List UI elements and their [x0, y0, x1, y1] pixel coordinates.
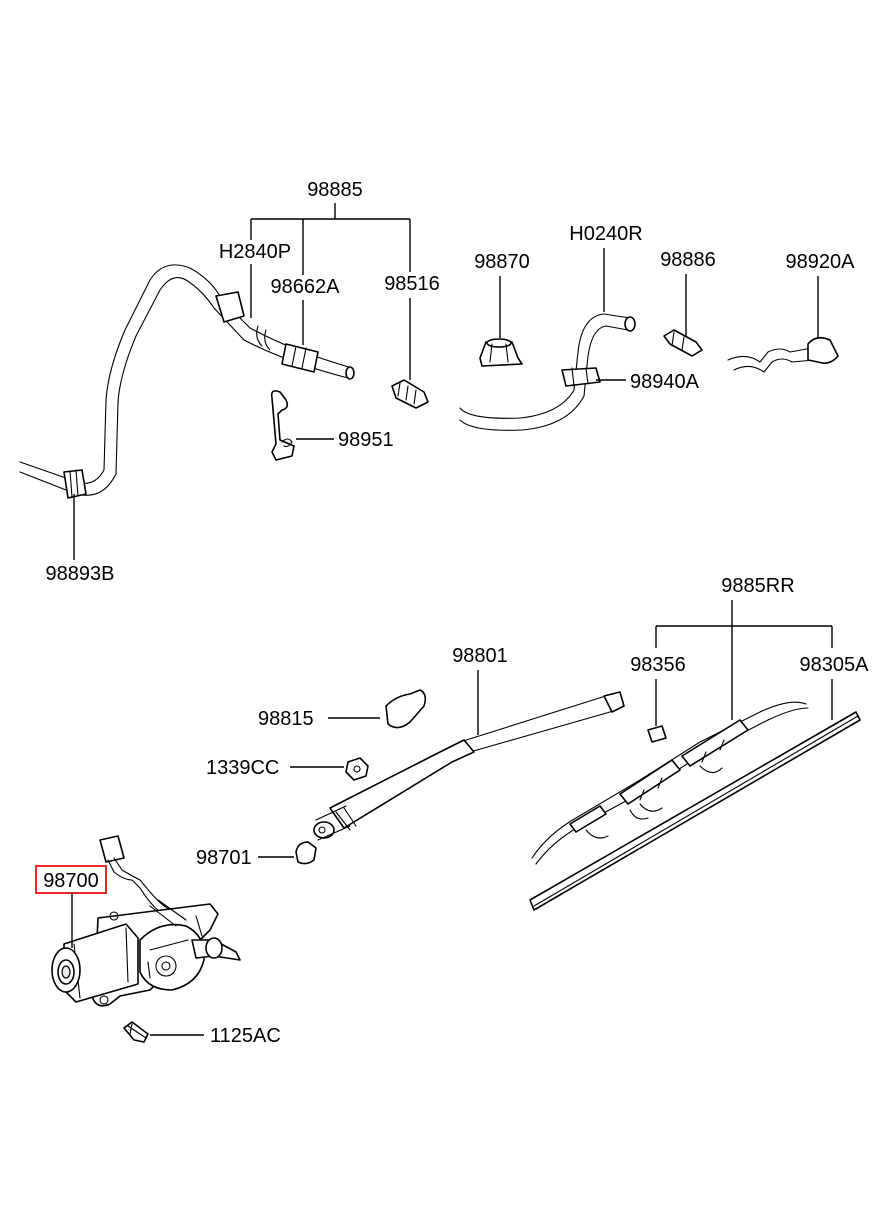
- label-98940A: 98940A: [630, 371, 700, 393]
- leader-98885: [250, 203, 411, 275]
- leader-9885RR: [655, 600, 833, 720]
- label-H0240R: H0240R: [569, 223, 642, 245]
- label-98305A: 98305A: [800, 654, 870, 676]
- label-98815: 98815: [258, 708, 314, 730]
- label-1339CC: 1339CC: [206, 757, 279, 779]
- part-98815-cap: [385, 689, 427, 729]
- label-98356: 98356: [630, 654, 686, 676]
- part-98305A-refill: [529, 711, 861, 911]
- label-98885: 98885: [307, 179, 363, 201]
- part-98801-wiper-arm: [313, 691, 625, 841]
- part-98951-clip: [270, 390, 295, 461]
- part-98886-connector: [663, 329, 703, 357]
- label-98700-highlight-box: [35, 865, 107, 894]
- part-wiper-blade-frame: [531, 701, 809, 865]
- label-H2840P: H2840P: [219, 241, 291, 263]
- label-98662A: 98662A: [271, 276, 341, 298]
- label-98700: 98700: [43, 870, 99, 892]
- label-98801: 98801: [452, 645, 508, 667]
- part-1339CC-nut: [345, 757, 369, 781]
- part-1125AC-bolt: [123, 1021, 149, 1043]
- label-98893B: 98893B: [46, 563, 115, 585]
- part-98920A-nozzle: [727, 336, 839, 373]
- part-98870-grommet: [479, 338, 523, 367]
- part-98516-connector: [391, 379, 429, 409]
- label-1125AC: 1125AC: [210, 1025, 281, 1047]
- part-H0240R-hose: [459, 313, 636, 431]
- label-98870: 98870: [474, 251, 530, 273]
- label-98886: 98886: [660, 249, 716, 271]
- label-98920A: 98920A: [786, 251, 856, 273]
- part-98356-clip: [647, 725, 667, 743]
- label-98516: 98516: [384, 273, 440, 295]
- part-98701-cap: [295, 841, 317, 865]
- label-9885RR: 9885RR: [721, 575, 794, 597]
- part-98700-wiper-motor: [51, 835, 241, 1007]
- label-98951: 98951: [338, 429, 394, 451]
- washer-hose-assembly: [19, 264, 355, 499]
- label-98701: 98701: [196, 847, 252, 869]
